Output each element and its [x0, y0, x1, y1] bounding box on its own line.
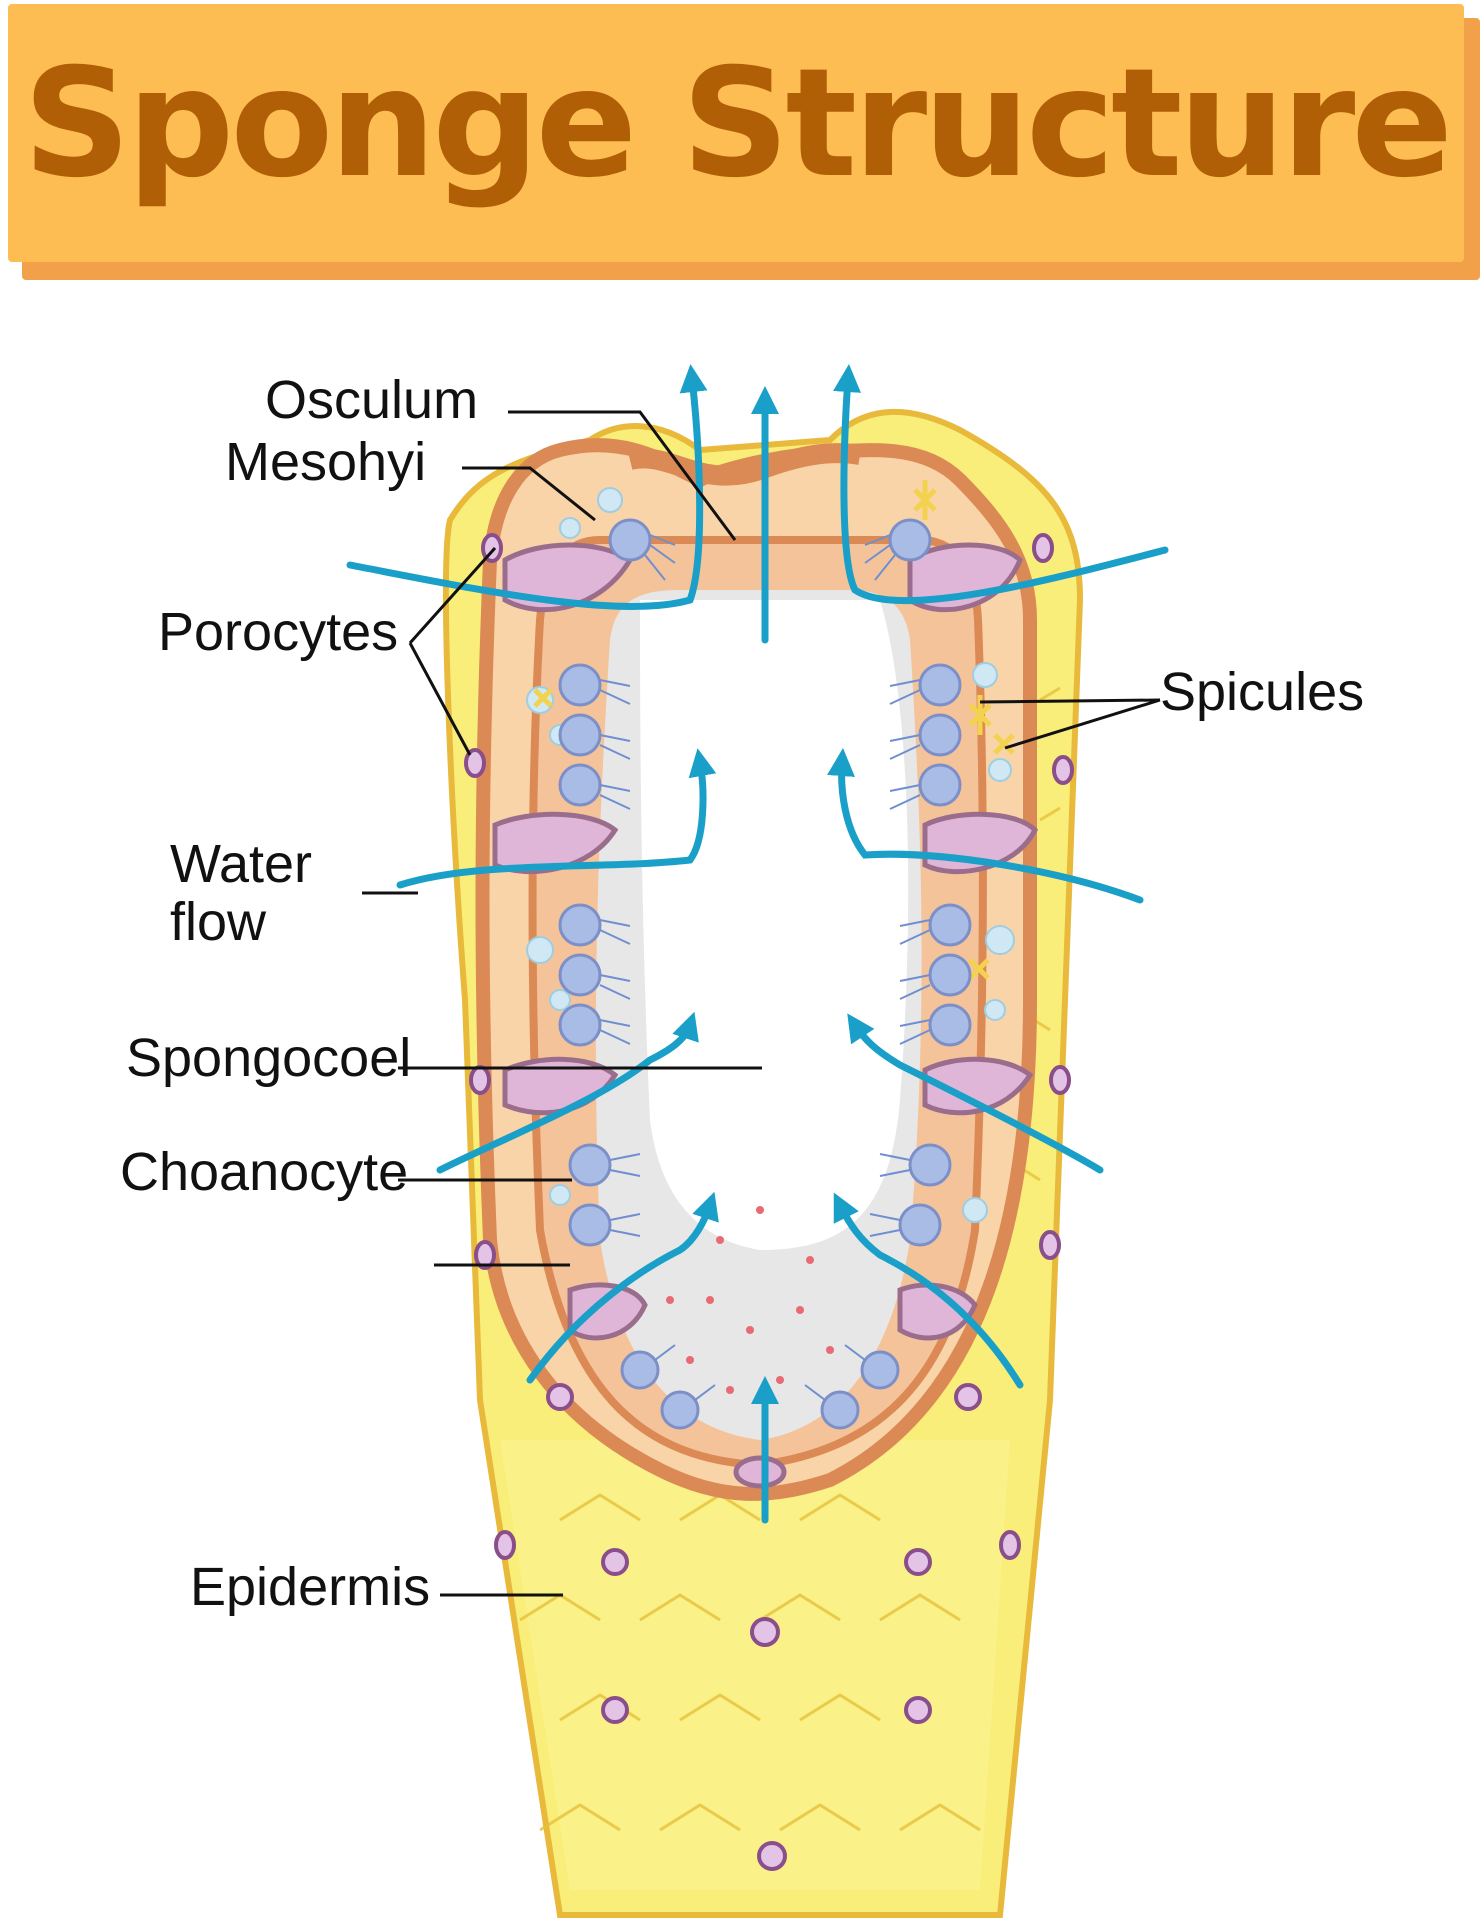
page-title: Sponge Structure: [22, 37, 1453, 211]
label-porocytes: Porocytes: [158, 602, 398, 662]
label-water-flow-2: flow: [170, 892, 267, 952]
spicules: [533, 480, 1015, 980]
title-banner: Sponge Structure: [8, 4, 1480, 280]
water-arrow: [346, 364, 708, 610]
label-choanocyte: Choanocyte: [120, 1142, 408, 1202]
choanocytes: [558, 518, 972, 1430]
water-arrow: [436, 1011, 699, 1174]
epidermis-pores: [464, 533, 1074, 1871]
porocyte: [733, 1455, 787, 1489]
porocyte: [567, 1282, 648, 1341]
epidermis-lower-highlight: [500, 1440, 1010, 1890]
osculum-rim: [627, 443, 862, 486]
leader-lines: [362, 410, 1161, 1597]
porocyte: [492, 811, 619, 875]
water-arrow: [847, 1013, 1104, 1174]
spicules-leader-upper: [979, 698, 1161, 704]
label-spicules: Spicules: [1160, 662, 1364, 722]
water-arrow: [827, 748, 1144, 904]
osculum-leader: [508, 410, 737, 541]
food-particles: [666, 1206, 834, 1394]
choanocyte-flagella: [599, 534, 931, 1401]
porocytes-leader-upper: [408, 546, 497, 645]
label-water-flow-1: Water: [170, 834, 312, 894]
banner-face: Sponge Structure: [8, 4, 1464, 262]
porocytes-leader-lower: [408, 642, 472, 756]
mesohyl-leader: [462, 466, 596, 522]
water-flow-arrows: [346, 364, 1169, 1524]
label-osculum: Osculum: [265, 370, 478, 430]
water-arrow: [833, 364, 1169, 605]
spicules-leader-lower: [1004, 698, 1161, 750]
water-arrow: [833, 1192, 1024, 1389]
water-arrow: [526, 1191, 719, 1384]
spongocoel-interior: [640, 600, 909, 1250]
label-mesohyl: Mesohyi: [225, 432, 426, 492]
water-arrow: [396, 748, 717, 889]
porocyte: [922, 1056, 1034, 1116]
label-spongocoel: Spongocoel: [126, 1028, 411, 1088]
label-epidermis: Epidermis: [190, 1557, 430, 1617]
